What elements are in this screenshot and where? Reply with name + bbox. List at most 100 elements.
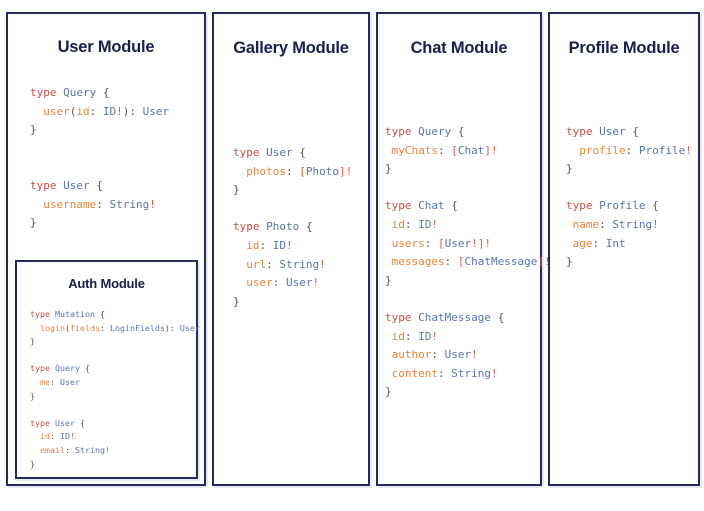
code-line	[566, 179, 698, 198]
code-line: username: String!	[30, 196, 204, 215]
code-token: Chat	[418, 199, 445, 213]
code-line: type User {	[30, 177, 204, 196]
code-token	[30, 105, 43, 118]
code-token: [	[438, 236, 445, 250]
code-token: ]!	[537, 255, 551, 269]
code-line: email: String!	[30, 444, 196, 458]
code-token: user	[43, 104, 70, 118]
code-token: id	[391, 329, 405, 343]
code-token: {	[96, 86, 110, 99]
code-line: }	[385, 272, 540, 291]
code-token	[385, 237, 392, 250]
code-token: String	[279, 257, 320, 271]
code-line: id: ID!	[30, 430, 196, 444]
code-token	[233, 276, 246, 289]
code-token: user	[246, 276, 273, 290]
code-token: Chat	[457, 143, 485, 157]
code-token	[233, 239, 246, 252]
code-token: :	[599, 217, 613, 231]
code-token: Query	[63, 86, 97, 99]
code-token: {	[79, 363, 90, 374]
code-token: (	[64, 322, 70, 333]
code-token: }	[30, 458, 35, 469]
code-token: !	[685, 143, 692, 157]
code-token: !	[490, 366, 498, 380]
code-token: }	[566, 162, 573, 176]
code-line: }	[566, 160, 698, 179]
code-token: type	[566, 125, 593, 138]
code-line: user: User!	[233, 274, 368, 293]
module-title-chat: Chat Module	[410, 39, 508, 57]
schema-code-profile: type User { profile: Profile!} type Prof…	[566, 123, 698, 272]
code-line: }	[385, 383, 540, 402]
code-line: }	[30, 390, 196, 404]
code-token: :	[266, 257, 280, 271]
code-token: Photo	[266, 220, 300, 234]
code-token: age	[572, 236, 593, 250]
module-title-user: User Module	[57, 38, 155, 56]
code-line: messages: [ChatMessage]!	[385, 253, 551, 272]
code-line: }	[30, 458, 196, 472]
code-token: {	[299, 220, 313, 234]
module-card-user[interactable]: User Module type Query { user(id: ID!): …	[6, 12, 206, 486]
code-token: type	[385, 125, 412, 138]
code-line: }	[233, 293, 368, 312]
code-token: type	[233, 146, 260, 159]
code-token: ID	[272, 238, 286, 252]
code-line	[385, 179, 540, 198]
module-card-auth[interactable]: Auth Module type Mutation { login(fields…	[15, 260, 200, 479]
code-token: users	[391, 236, 425, 250]
module-card-profile[interactable]: Profile Module type User { profile: Prof…	[548, 12, 700, 486]
code-token: profile	[579, 143, 626, 157]
code-token	[385, 255, 392, 268]
module-card-gallery[interactable]: Gallery Module type User { photos: [Phot…	[212, 12, 370, 486]
code-token: fields	[69, 322, 100, 333]
code-line: profile: Profile!	[566, 142, 698, 161]
code-token: !	[431, 217, 438, 231]
code-token: id	[391, 217, 405, 231]
code-token	[30, 445, 40, 455]
module-title-gallery: Gallery Module	[233, 39, 349, 57]
code-token: ):	[122, 104, 143, 118]
code-token: !	[471, 348, 478, 362]
code-token: :	[625, 143, 639, 157]
code-token: ID	[418, 329, 432, 343]
code-line	[30, 403, 196, 417]
module-title-auth: Auth Module	[68, 276, 145, 291]
schema-code-user: type Query { user(id: ID!): User} type U…	[30, 84, 204, 233]
code-token: id	[76, 104, 90, 118]
code-token: !]!	[471, 236, 491, 250]
code-token: User	[179, 322, 200, 333]
code-token: email	[40, 444, 65, 455]
code-token: ID	[102, 104, 117, 118]
code-token: Query	[54, 363, 80, 374]
code-line: name: String!	[566, 216, 698, 235]
code-token: }	[385, 162, 392, 176]
code-line: }	[30, 335, 196, 349]
code-token: ):	[164, 322, 180, 333]
code-line	[30, 158, 204, 177]
code-token: User	[444, 236, 472, 250]
code-token: !	[70, 431, 75, 442]
code-token: :	[592, 236, 606, 250]
code-token: User	[60, 376, 80, 387]
code-token: !	[312, 276, 320, 290]
code-token: User	[599, 125, 626, 138]
code-token: type	[30, 363, 50, 374]
module-title-profile: Profile Module	[568, 39, 680, 57]
code-token: type	[30, 309, 50, 319]
code-line: type Profile {	[566, 197, 698, 216]
code-token: :	[64, 444, 75, 455]
code-token: [	[451, 143, 458, 157]
code-token	[566, 237, 573, 250]
schema-code-chat: type Query { myChats: [Chat]!} type Chat…	[385, 123, 551, 402]
code-token: name	[572, 217, 600, 231]
code-line: type Query {	[385, 123, 540, 142]
code-token: }	[233, 183, 240, 197]
code-token: ]!	[484, 143, 498, 157]
code-token: User	[142, 104, 170, 118]
code-token: :	[437, 143, 452, 157]
module-card-chat[interactable]: Chat Module type Query { myChats: [Chat]…	[376, 12, 551, 486]
code-line: me: User	[30, 376, 196, 390]
